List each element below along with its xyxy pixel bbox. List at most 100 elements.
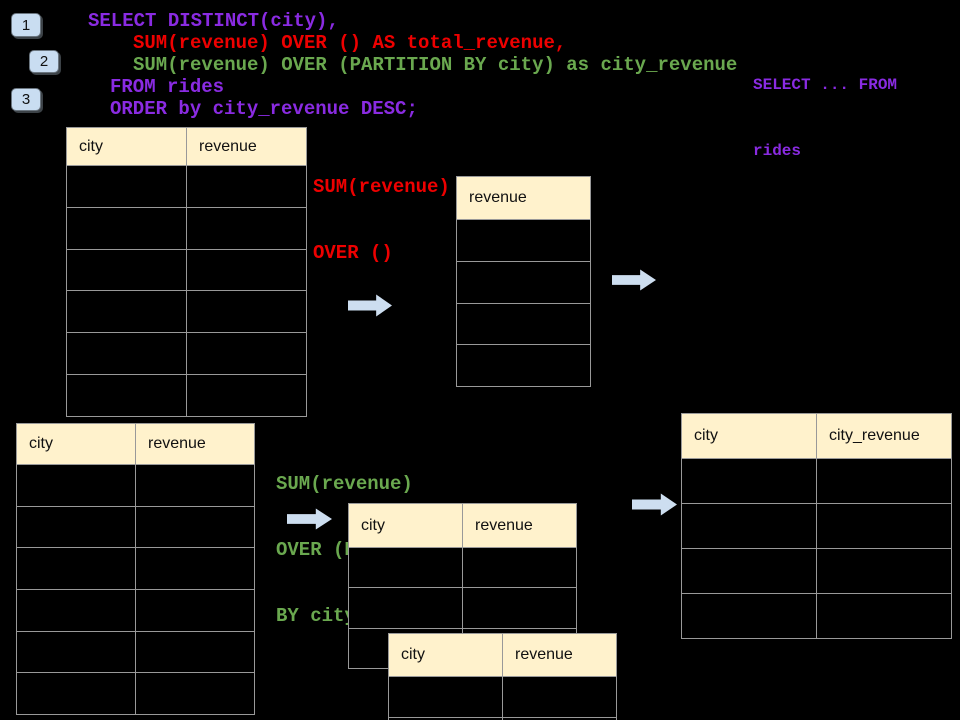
label-line: OVER () <box>313 242 393 264</box>
column-header-city: city <box>361 516 385 534</box>
table-row <box>349 547 576 588</box>
table-row <box>67 248 306 291</box>
table-row <box>67 373 306 416</box>
label-line: SUM(revenue) <box>276 473 413 495</box>
table-row <box>457 260 590 303</box>
table-cell <box>67 250 186 291</box>
table-cell <box>462 548 576 588</box>
table-cell <box>135 548 254 590</box>
column-header-revenue: revenue <box>462 504 576 547</box>
table-header-row: city revenue <box>67 128 306 165</box>
table-row <box>17 630 254 673</box>
table-header-row: city revenue <box>389 634 616 676</box>
table-cell <box>17 507 135 548</box>
sql-line-city-revenue: SUM(revenue) OVER (PARTITION BY city) as… <box>133 54 738 76</box>
table-rides-source-top: city revenue <box>66 127 307 417</box>
table-cell <box>389 677 502 717</box>
table-total-revenue-result: revenue <box>456 176 591 388</box>
step-badge-1: 1 <box>11 13 41 37</box>
table-row <box>349 587 576 628</box>
table-cell <box>682 549 816 593</box>
table-cell <box>67 375 186 416</box>
table-row <box>457 219 590 261</box>
table-cell <box>17 590 135 631</box>
column-header-city: city <box>401 646 425 663</box>
table-cell <box>186 333 306 374</box>
column-header-revenue: revenue <box>186 128 306 165</box>
column-header-city: city <box>79 137 103 155</box>
table-cell <box>816 594 951 638</box>
table-cell <box>67 333 186 374</box>
table-cell <box>457 262 590 303</box>
sql-line-total-revenue: SUM(revenue) OVER () AS total_revenue, <box>133 32 567 54</box>
table-row <box>682 548 951 593</box>
table-cell <box>17 548 135 589</box>
table-row <box>17 464 254 506</box>
table-cell <box>17 465 135 506</box>
table-cell <box>457 345 590 386</box>
table-row <box>389 717 616 720</box>
table-cell <box>816 504 951 548</box>
table-cell <box>135 465 254 506</box>
sql-line-order-by: ORDER by city_revenue DESC; <box>110 98 418 120</box>
table-header-row: city revenue <box>349 504 576 547</box>
table-row <box>682 458 951 503</box>
table-cell <box>462 588 576 628</box>
table-cell <box>816 459 951 503</box>
table-cell <box>186 166 306 207</box>
table-header-row: city city_revenue <box>682 414 951 458</box>
right-arrow-icon <box>612 269 656 291</box>
table-cell <box>682 504 816 548</box>
table-row <box>67 332 306 374</box>
table-row <box>67 165 306 207</box>
table-cell <box>457 220 590 261</box>
table-row <box>67 206 306 249</box>
side-note-line: SELECT ... FROM <box>753 76 898 94</box>
table-row <box>67 290 306 333</box>
right-arrow-icon <box>632 493 677 516</box>
table-cell <box>682 459 816 503</box>
table-cell <box>682 594 816 638</box>
table-cell <box>135 506 254 548</box>
table-row <box>17 672 254 715</box>
sql-line-select: SELECT DISTINCT(city), <box>88 10 339 32</box>
table-row <box>682 593 951 638</box>
total-revenue-label: SUM(revenue) OVER () <box>313 132 450 308</box>
table-partition-overlay: city revenue <box>388 633 617 720</box>
table-cell <box>17 632 135 673</box>
side-note-select-from-rides: SELECT ... FROM rides <box>753 30 897 206</box>
table-cell <box>502 677 616 717</box>
table-row <box>17 589 254 631</box>
step-badge-3: 3 <box>11 88 41 111</box>
table-cell <box>135 590 254 631</box>
column-header-revenue: revenue <box>135 424 254 464</box>
label-line: SUM(revenue) <box>313 176 450 198</box>
table-row <box>457 344 590 386</box>
table-row <box>389 676 616 717</box>
side-note-line: rides <box>753 142 802 160</box>
column-header-city: city <box>694 427 718 444</box>
step-badge-2: 2 <box>29 50 59 73</box>
table-cell <box>502 718 616 720</box>
table-row <box>682 503 951 548</box>
column-header-revenue: revenue <box>469 189 527 206</box>
sql-line-from: FROM rides <box>110 76 225 98</box>
table-cell <box>67 208 186 249</box>
table-cell <box>186 207 306 249</box>
table-cell <box>186 249 306 291</box>
table-header-row: revenue <box>457 177 590 219</box>
table-cell <box>186 374 306 416</box>
table-cell <box>349 548 462 587</box>
table-cell <box>457 304 590 345</box>
column-header-city_revenue: city_revenue <box>816 414 951 458</box>
table-cell <box>67 291 186 332</box>
table-cell <box>349 588 462 627</box>
table-cell <box>186 291 306 333</box>
table-row <box>17 547 254 590</box>
column-header-revenue: revenue <box>502 634 616 676</box>
table-cell <box>135 631 254 673</box>
table-cell <box>67 166 186 207</box>
